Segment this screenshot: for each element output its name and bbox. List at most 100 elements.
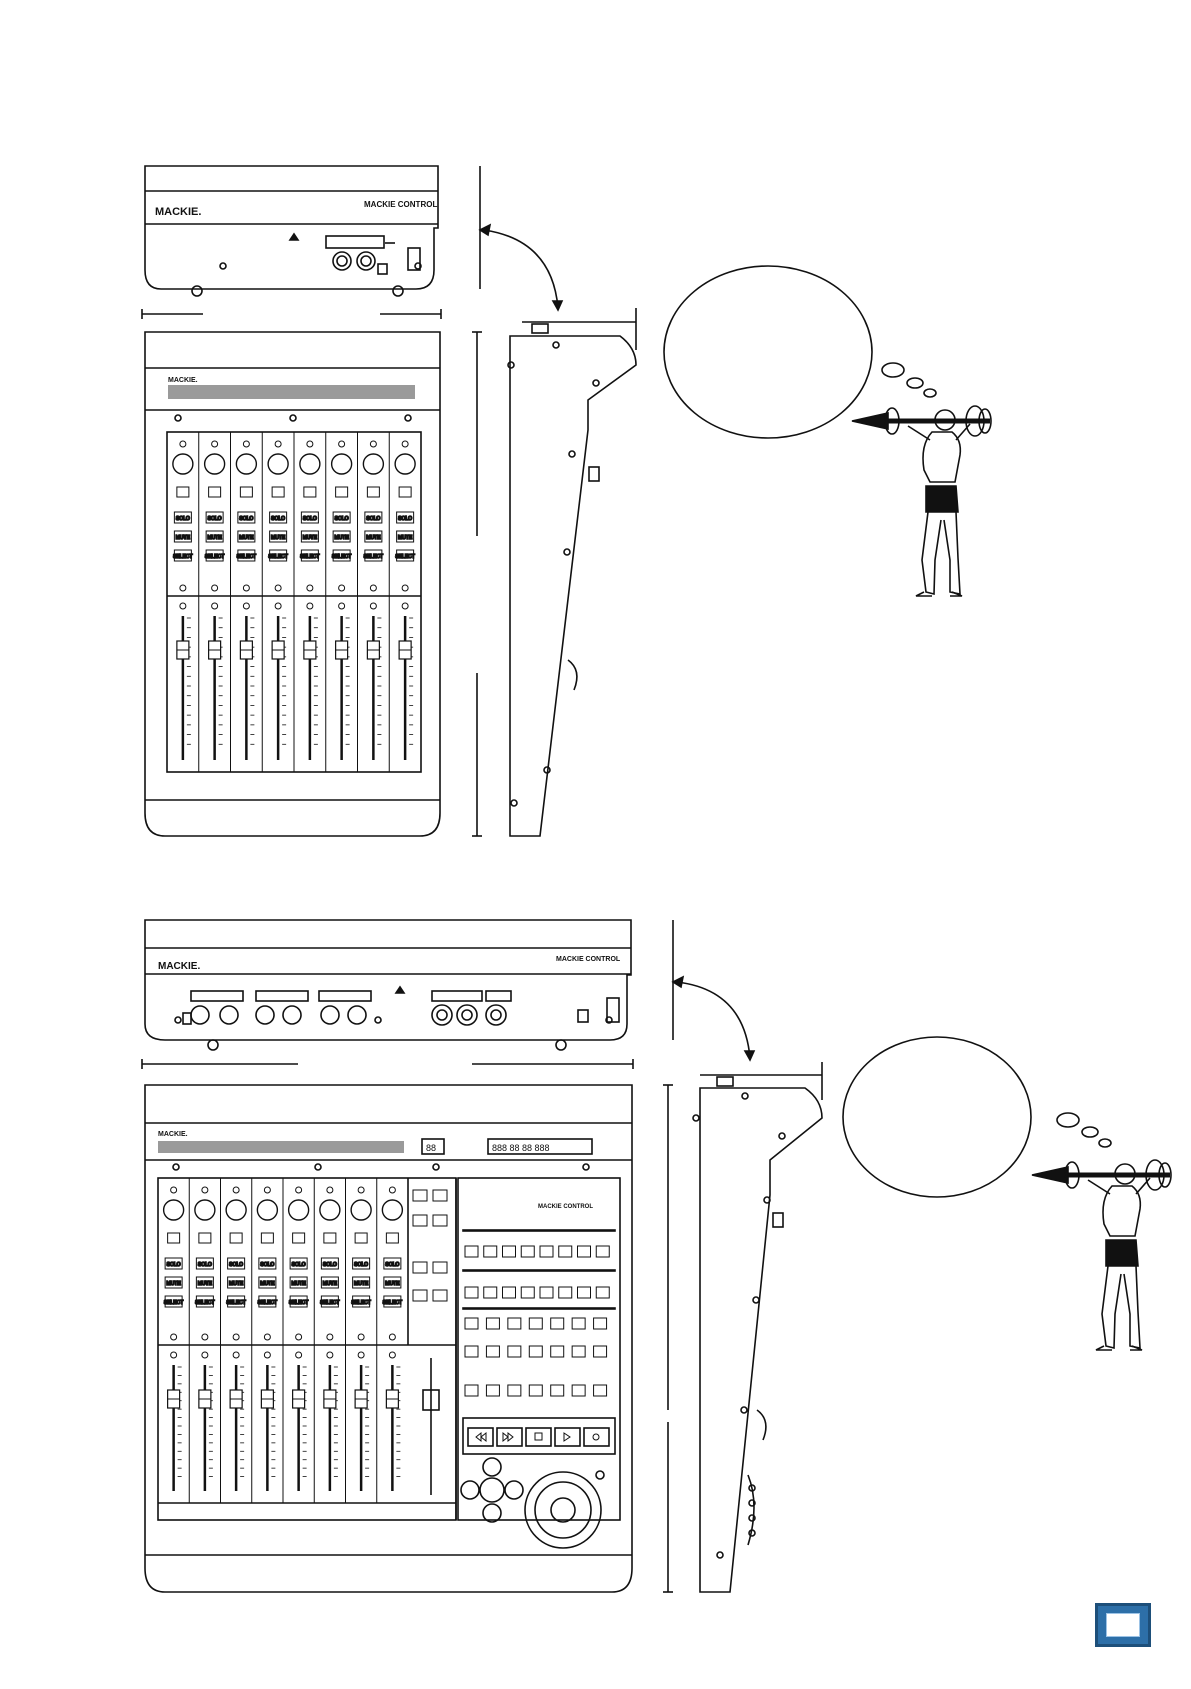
function-button[interactable] (502, 1245, 516, 1258)
select-button[interactable] (205, 549, 224, 562)
vpot-knob[interactable] (362, 453, 385, 475)
solo-button[interactable] (396, 511, 415, 524)
vpot-knob[interactable] (330, 453, 353, 475)
vpot-knob[interactable] (256, 1199, 279, 1221)
mute-button[interactable] (269, 530, 288, 543)
function-button[interactable] (485, 1384, 500, 1397)
function-button[interactable] (464, 1345, 479, 1358)
mute-button[interactable] (164, 1276, 183, 1289)
select-button[interactable] (237, 549, 256, 562)
mute-button[interactable] (352, 1276, 371, 1289)
function-button[interactable] (550, 1384, 565, 1397)
mute-button[interactable] (195, 1276, 214, 1289)
function-button[interactable] (571, 1317, 586, 1330)
vpot-knob[interactable] (172, 453, 194, 475)
mute-button[interactable] (173, 530, 192, 543)
select-button[interactable] (258, 1295, 277, 1308)
function-button[interactable] (528, 1317, 543, 1330)
function-button[interactable] (483, 1286, 498, 1299)
select-button[interactable] (364, 549, 383, 562)
vpot-knob[interactable] (287, 1199, 310, 1221)
vpot-knob[interactable] (319, 1199, 341, 1221)
vpot-knob[interactable] (299, 453, 321, 475)
assign-button[interactable] (432, 1214, 448, 1227)
function-button[interactable] (464, 1245, 479, 1258)
select-button[interactable] (173, 549, 192, 562)
function-button[interactable] (507, 1317, 522, 1330)
assign-button[interactable] (432, 1189, 448, 1202)
select-button[interactable] (320, 1295, 339, 1308)
function-button[interactable] (507, 1345, 522, 1358)
solo-button[interactable] (164, 1257, 183, 1270)
assign-button[interactable] (412, 1214, 428, 1227)
mute-button[interactable] (205, 530, 224, 543)
vpot-knob[interactable] (267, 453, 289, 475)
function-button[interactable] (502, 1286, 516, 1299)
function-button[interactable] (577, 1245, 591, 1258)
assign-button[interactable] (412, 1189, 428, 1202)
vpot-knob[interactable] (203, 453, 226, 475)
select-button[interactable] (332, 549, 351, 562)
function-button[interactable] (539, 1245, 554, 1258)
select-button[interactable] (164, 1295, 183, 1308)
function-button[interactable] (528, 1384, 543, 1397)
vpot-knob[interactable] (194, 1199, 216, 1221)
solo-button[interactable] (300, 511, 319, 524)
vpot-knob[interactable] (235, 453, 258, 475)
select-button[interactable] (269, 549, 288, 562)
solo-button[interactable] (289, 1257, 308, 1270)
mute-button[interactable] (300, 530, 319, 543)
function-button[interactable] (558, 1245, 573, 1258)
mute-button[interactable] (237, 530, 256, 543)
function-button[interactable] (507, 1384, 522, 1397)
function-button[interactable] (485, 1345, 500, 1358)
function-button[interactable] (520, 1286, 535, 1299)
assign-button[interactable] (432, 1289, 448, 1302)
function-button[interactable] (571, 1384, 586, 1397)
select-button[interactable] (289, 1295, 308, 1308)
solo-button[interactable] (320, 1257, 339, 1270)
function-button[interactable] (528, 1345, 543, 1358)
function-button[interactable] (595, 1286, 610, 1299)
function-button[interactable] (464, 1317, 479, 1330)
mute-button[interactable] (364, 530, 383, 543)
function-button[interactable] (550, 1317, 565, 1330)
function-button[interactable] (464, 1384, 479, 1397)
function-button[interactable] (595, 1245, 610, 1258)
function-button[interactable] (571, 1345, 586, 1358)
function-button[interactable] (593, 1317, 608, 1330)
vpot-knob[interactable] (381, 1199, 404, 1221)
function-button[interactable] (483, 1245, 498, 1258)
solo-button[interactable] (237, 511, 256, 524)
vpot-knob[interactable] (350, 1199, 372, 1221)
solo-button[interactable] (205, 511, 224, 524)
solo-button[interactable] (269, 511, 288, 524)
assign-button[interactable] (412, 1261, 428, 1274)
function-button[interactable] (593, 1384, 608, 1397)
mute-button[interactable] (383, 1276, 402, 1289)
assign-button[interactable] (412, 1289, 428, 1302)
mute-button[interactable] (332, 530, 351, 543)
select-button[interactable] (227, 1295, 246, 1308)
assign-button[interactable] (432, 1261, 448, 1274)
solo-button[interactable] (352, 1257, 371, 1270)
mute-button[interactable] (227, 1276, 246, 1289)
vpot-knob[interactable] (394, 453, 416, 475)
select-button[interactable] (300, 549, 319, 562)
function-button[interactable] (464, 1286, 479, 1299)
vpot-knob[interactable] (225, 1199, 247, 1221)
function-button[interactable] (539, 1286, 554, 1299)
function-button[interactable] (520, 1245, 535, 1258)
select-button[interactable] (195, 1295, 214, 1308)
select-button[interactable] (352, 1295, 371, 1308)
mute-button[interactable] (289, 1276, 308, 1289)
function-button[interactable] (577, 1286, 591, 1299)
function-button[interactable] (558, 1286, 573, 1299)
mute-button[interactable] (320, 1276, 339, 1289)
mute-button[interactable] (396, 530, 415, 543)
solo-button[interactable] (383, 1257, 402, 1270)
function-button[interactable] (550, 1345, 565, 1358)
solo-button[interactable] (332, 511, 351, 524)
select-button[interactable] (383, 1295, 402, 1308)
solo-button[interactable] (364, 511, 383, 524)
